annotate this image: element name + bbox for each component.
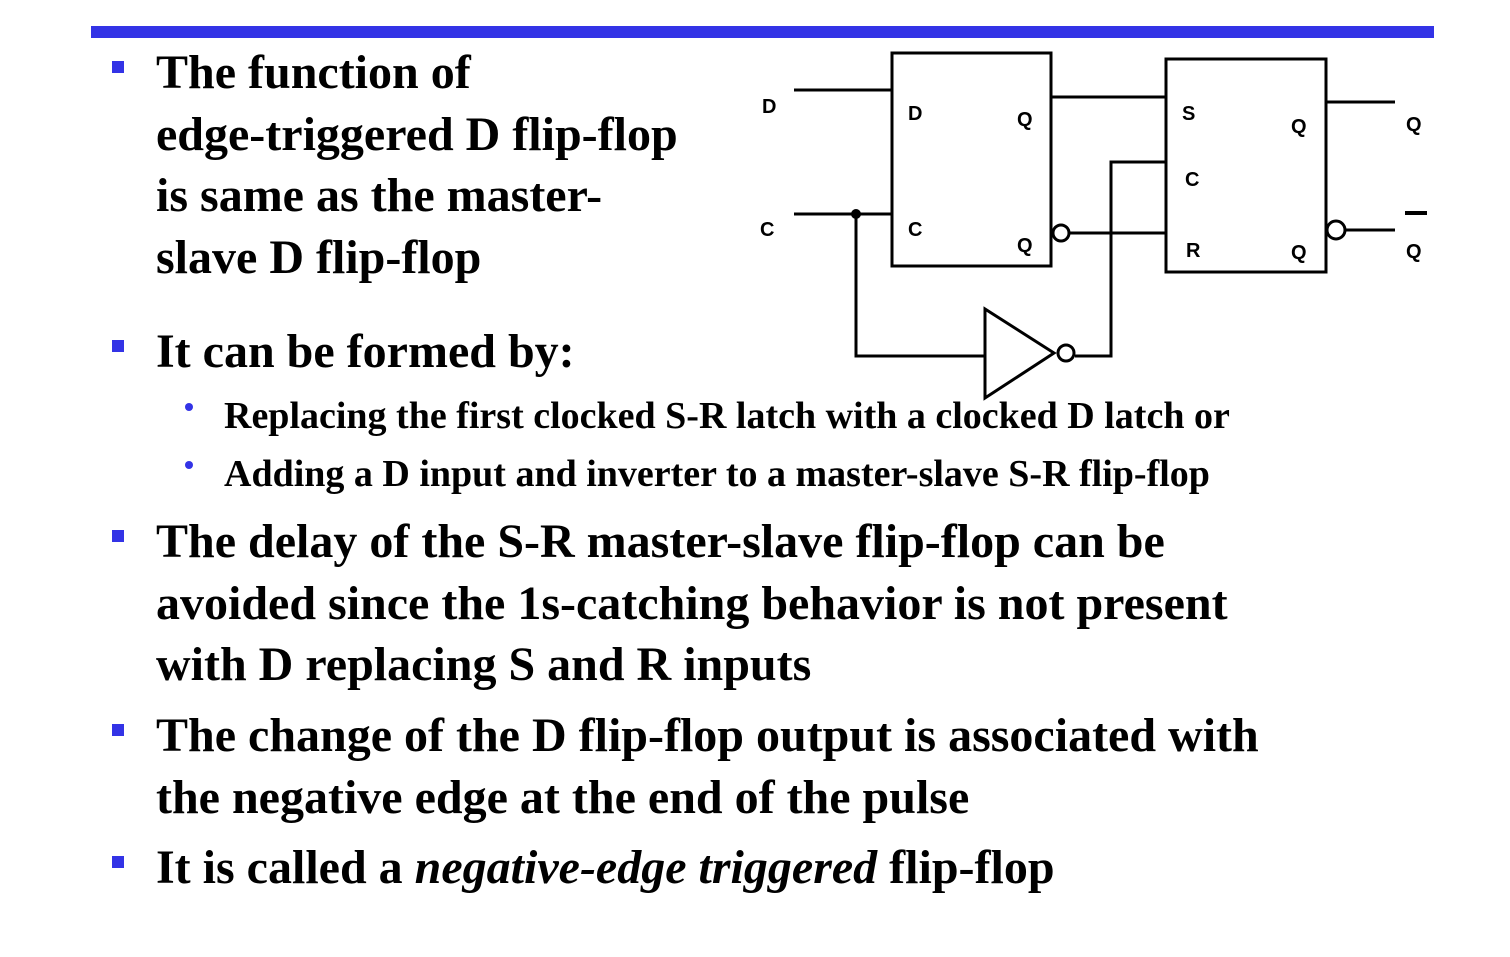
latch2-q-label: Q xyxy=(1291,116,1307,138)
bullet-3-line-3: with D replacing S and R inputs xyxy=(156,638,812,691)
d-latch-box xyxy=(890,51,1053,268)
bullet-marker xyxy=(112,856,124,868)
bullet-marker xyxy=(112,340,124,352)
inverter-to-c2-wire xyxy=(1075,160,1166,358)
title-rule xyxy=(91,26,1434,38)
sr-latch-box xyxy=(1164,57,1328,274)
bullet-4-line-2: the negative edge at the end of the puls… xyxy=(156,771,970,824)
latch2-s-label: S xyxy=(1182,103,1195,125)
bullet-5-suffix: flip-flop xyxy=(877,841,1055,894)
bullet-3-line-2: avoided since the 1s-catching behavior i… xyxy=(156,577,1228,630)
latch2-c-label: C xyxy=(1185,169,1199,191)
latch2-r-label: R xyxy=(1186,240,1201,262)
bullet-2-text: It can be formed by: xyxy=(156,325,575,378)
bullet-marker xyxy=(112,530,124,542)
bullet-1-line-3: is same as the master- xyxy=(156,169,603,222)
latch1-c-label: C xyxy=(908,219,922,241)
latch1-d-label: D xyxy=(908,103,922,125)
bullet-5-prefix: It is called a xyxy=(156,841,415,894)
bullet-1-line-1: The function of xyxy=(156,46,471,99)
output-qbar-label: Q xyxy=(1406,241,1422,263)
bullet-3-line-1: The delay of the S-R master-slave flip-f… xyxy=(156,515,1165,568)
latch2-qbar-label: Q xyxy=(1291,242,1307,264)
bullet-marker xyxy=(112,61,124,73)
bullet-5-emphasis: negative-edge triggered xyxy=(414,841,878,894)
latch1-qbar-label: Q xyxy=(1017,235,1033,257)
sub-bullet-marker xyxy=(185,461,193,469)
sub-bullet-2-text: Adding a D input and inverter to a maste… xyxy=(224,453,1210,495)
bullet-4-line-1: The change of the D flip-flop output is … xyxy=(156,709,1259,762)
sub-bullet-1-text: Replacing the first clocked S-R latch wi… xyxy=(224,395,1230,437)
latch1-q-label: Q xyxy=(1017,109,1033,131)
bullet-1-line-4: slave D flip-flop xyxy=(156,231,482,284)
clock-branch-wire xyxy=(854,214,985,358)
bullet-5-text: It is called a negative-edge triggered f… xyxy=(156,837,1055,898)
flip-flop-circuit-diagram: D C D C Q Q S C R Q Q Q Q xyxy=(760,51,1427,401)
bullet-marker xyxy=(112,724,124,736)
input-c-label: C xyxy=(760,219,774,241)
q1bar-bubble xyxy=(1051,223,1071,243)
sub-bullet-marker xyxy=(185,403,193,411)
qbar-bubble xyxy=(1325,219,1347,241)
inverter-bubble xyxy=(1056,343,1076,363)
inverter-triangle xyxy=(983,306,1057,401)
input-d-label: D xyxy=(762,96,776,118)
bullet-1-line-2: edge-triggered D flip-flop xyxy=(156,108,678,161)
output-q-label: Q xyxy=(1406,114,1422,136)
junction-dot xyxy=(851,209,861,219)
